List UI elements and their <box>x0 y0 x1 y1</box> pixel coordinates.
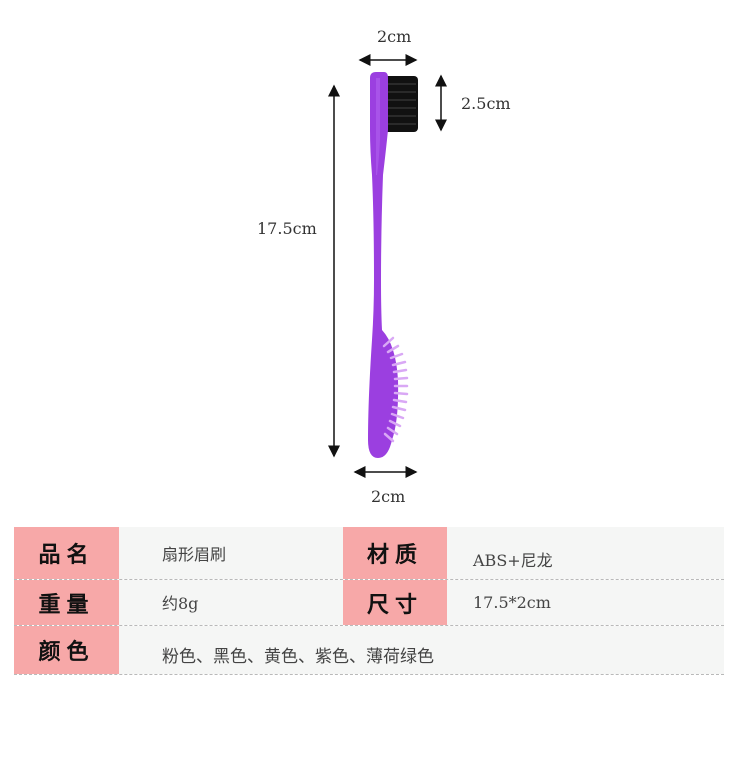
spec-row-weight-size: 重量 约8g 尺寸 17.5*2cm <box>14 580 724 625</box>
name-value: 扇形眉刷 <box>119 527 343 579</box>
table-bottom-border <box>14 674 724 675</box>
material-value: ABS+尼龙 <box>447 527 724 579</box>
top-width-label: 2cm <box>377 27 412 46</box>
head-height-label: 2.5cm <box>461 94 511 113</box>
spec-row-name-material: 品名 扇形眉刷 材质 ABS+尼龙 <box>14 527 724 579</box>
size-header: 尺寸 <box>343 580 447 625</box>
product-figure: 2cm 2.5cm 17.5cm 2cm <box>257 27 511 506</box>
total-length-label: 17.5cm <box>257 219 317 238</box>
weight-header: 重量 <box>14 580 119 625</box>
bristles <box>384 76 418 132</box>
size-value: 17.5*2cm <box>447 580 724 625</box>
material-header: 材质 <box>343 527 447 579</box>
comb-teeth <box>382 336 409 443</box>
weight-value: 约8g <box>119 580 343 625</box>
color-value: 粉色、黑色、黄色、紫色、薄荷绿色 <box>119 626 724 674</box>
brush-handle <box>368 72 399 458</box>
bottom-width-label: 2cm <box>371 487 406 506</box>
spec-row-color: 颜色 粉色、黑色、黄色、紫色、薄荷绿色 <box>14 626 724 674</box>
row-divider <box>14 579 724 580</box>
color-header: 颜色 <box>14 626 119 674</box>
name-header: 品名 <box>14 527 119 579</box>
row-divider <box>14 625 724 626</box>
brush-illustration <box>328 54 447 478</box>
